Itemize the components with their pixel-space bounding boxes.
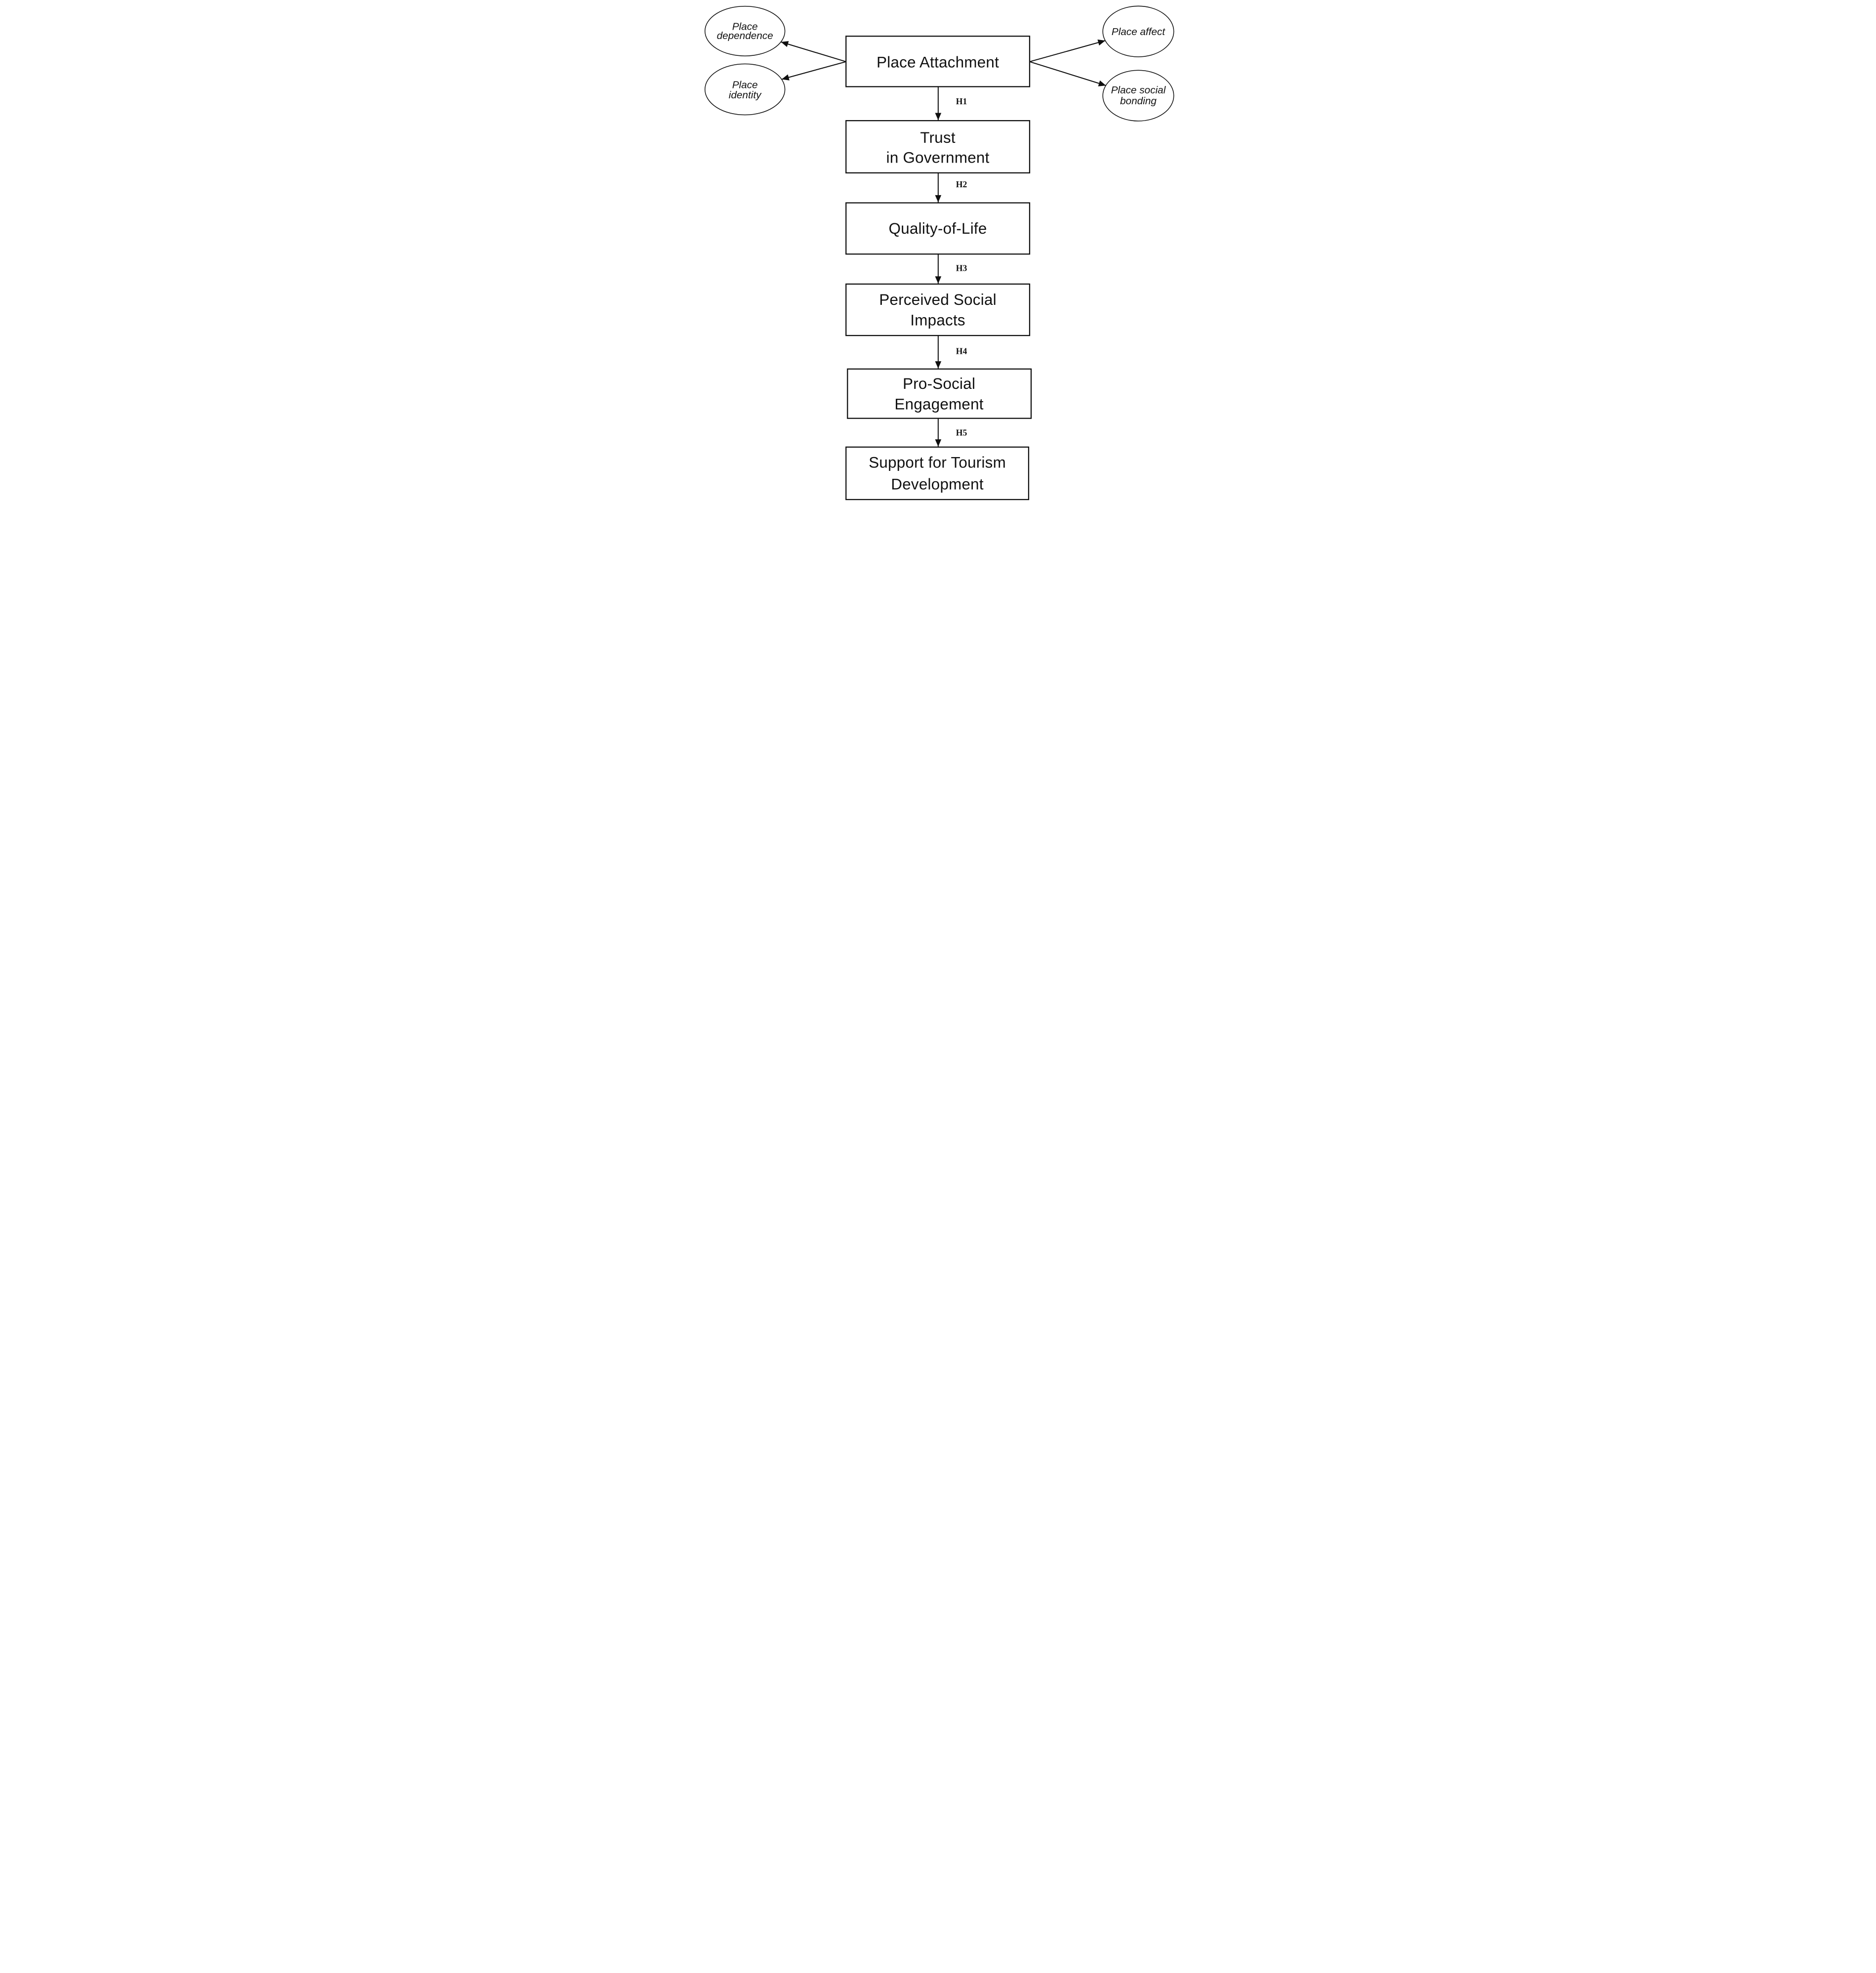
figure: H1 H2 H3 H4 H5 Place Attachment Trust in… bbox=[698, 0, 1178, 505]
dimension-ellipse-place-dependence bbox=[704, 5, 785, 56]
hypothesis-label-h4: H4 bbox=[956, 346, 967, 356]
construct-box-quality-of-life bbox=[845, 202, 1030, 255]
construct-label-support-tourism-line2: Development bbox=[891, 475, 984, 493]
construct-box-trust-in-government bbox=[845, 120, 1030, 173]
construct-label-perceived-social-impacts-line1: Perceived Social bbox=[879, 291, 997, 308]
construct-box-pro-social-engagement bbox=[846, 368, 1032, 419]
dimension-arrow-place-dependence bbox=[780, 41, 846, 62]
dimension-label-place-dependence-line1: Place bbox=[732, 21, 757, 32]
dimension-label-place-dependence-line2: dependence bbox=[716, 30, 773, 42]
construct-label-place-attachment: Place Attachment bbox=[876, 53, 999, 71]
construct-label-trust-line1: Trust bbox=[920, 129, 956, 146]
dimension-ellipse-place-social-bonding bbox=[1102, 70, 1174, 122]
construct-label-support-tourism-line1: Support for Tourism bbox=[869, 454, 1006, 471]
hypothesis-label-h1: H1 bbox=[956, 96, 967, 106]
construct-label-quality-of-life: Quality-of-Life bbox=[888, 220, 987, 237]
hypothesis-label-h3: H3 bbox=[956, 263, 967, 273]
dimension-arrow-place-affect bbox=[1029, 39, 1105, 62]
construct-label-trust-line2: in Government bbox=[886, 149, 989, 167]
dimension-label-place-social-bonding-line2: bonding bbox=[1120, 95, 1157, 107]
dimension-label-place-affect: Place affect bbox=[1111, 26, 1166, 38]
dimension-label-place-social-bonding-line1: Place social bbox=[1111, 84, 1166, 96]
dimension-ellipse-place-identity bbox=[704, 63, 785, 116]
place-attachment-structural-model-diagram: H1 H2 H3 H4 H5 Place Attachment Trust in… bbox=[701, 3, 1175, 502]
construct-box-place-attachment bbox=[845, 36, 1030, 87]
dimension-label-place-identity-line1: Place bbox=[732, 79, 757, 90]
construct-box-support-for-tourism-development bbox=[845, 446, 1029, 501]
construct-label-pro-social-engagement-line1: Pro-Social bbox=[903, 375, 975, 392]
dimension-arrow-place-social-bonding bbox=[1029, 61, 1106, 86]
construct-label-perceived-social-impacts-line2: Impacts bbox=[910, 312, 965, 329]
construct-box-perceived-social-impacts bbox=[845, 283, 1030, 336]
dimension-label-place-identity-line2: identity bbox=[728, 89, 761, 101]
dimension-arrow-place-identity bbox=[781, 61, 846, 81]
hypothesis-label-h2: H2 bbox=[956, 179, 967, 189]
hypothesis-label-h5: H5 bbox=[956, 428, 967, 438]
dimension-ellipse-place-affect bbox=[1102, 5, 1174, 57]
construct-label-pro-social-engagement-line2: Engagement bbox=[894, 396, 983, 413]
